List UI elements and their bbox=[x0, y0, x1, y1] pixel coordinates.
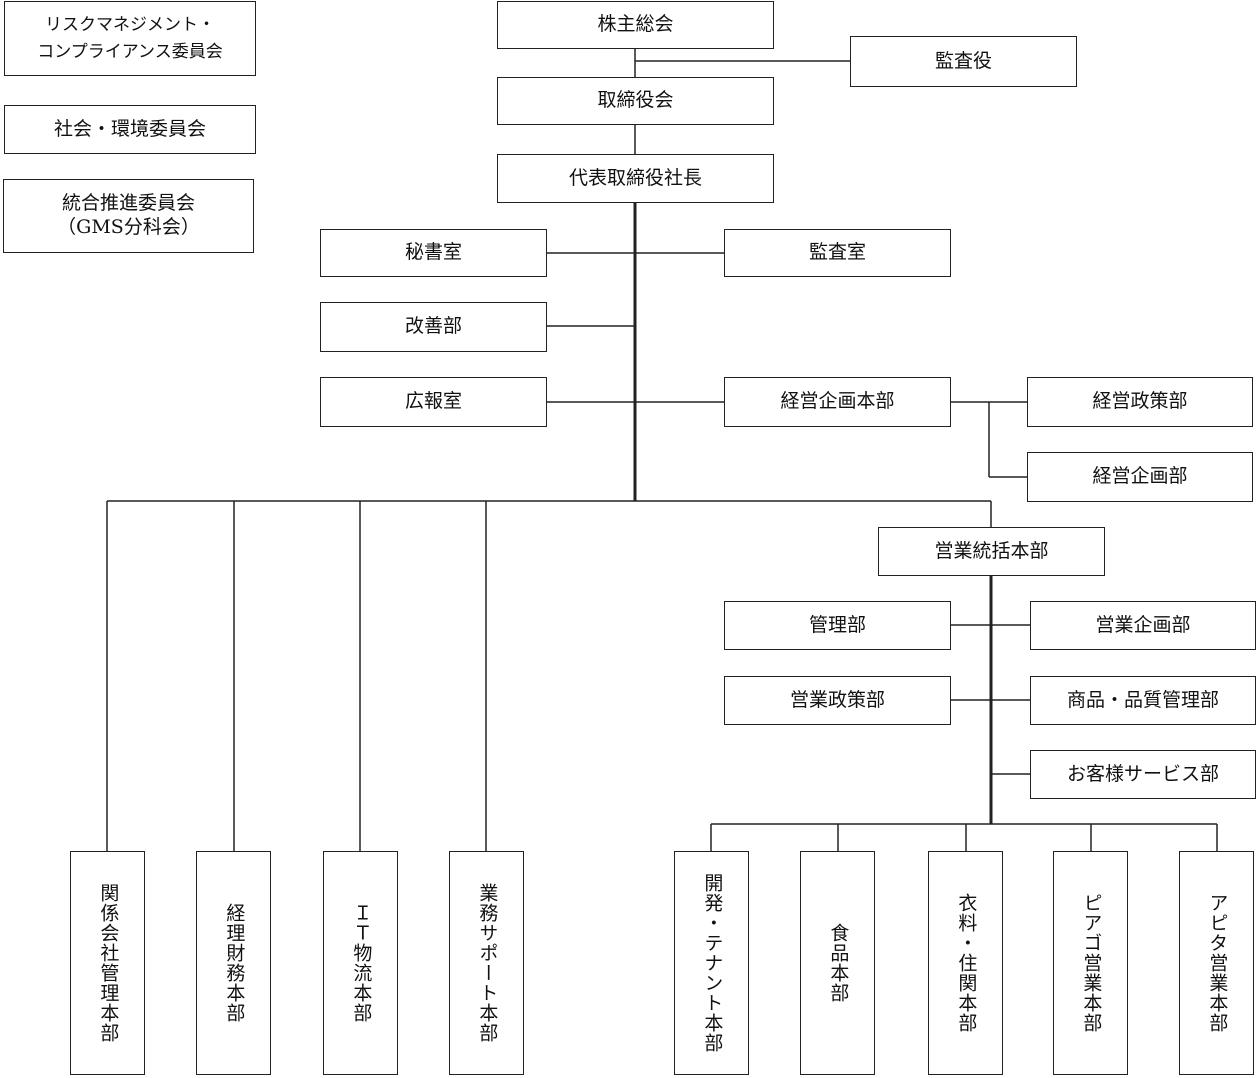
division-box-development-tenant: 開発・テナント本部 bbox=[674, 851, 749, 1075]
integration-committee-line2: （GMS分科会） bbox=[57, 216, 200, 238]
division-box-it-logistics: ＩＴ物流本部 bbox=[323, 851, 398, 1075]
sales-policy-label: 営業政策部 bbox=[789, 688, 885, 711]
division-box-business-support: 業務サポート本部 bbox=[449, 851, 524, 1075]
merchandise-quality-label: 商品・品質管理部 bbox=[1066, 688, 1219, 711]
president-box: 代表取締役社長 bbox=[497, 154, 774, 203]
auditor-label: 監査役 bbox=[934, 49, 992, 72]
planning-label: 経営企画部 bbox=[1092, 465, 1188, 488]
shareholders-label: 株主総会 bbox=[597, 13, 674, 36]
customer-service-label: お客様サービス部 bbox=[1066, 762, 1219, 785]
sales-hq-label: 営業統括本部 bbox=[934, 539, 1049, 562]
sales-hq-box: 営業統括本部 bbox=[878, 527, 1105, 576]
secretary-office-box: 秘書室 bbox=[320, 229, 547, 277]
division-box-piago-sales: ピアゴ営業本部 bbox=[1053, 851, 1128, 1075]
sales-planning-dept-box: 営業企画部 bbox=[1030, 601, 1256, 650]
sales-policy-dept-box: 営業政策部 bbox=[724, 676, 951, 725]
risk-compliance-committee-box: リスクマネジメント・ コンプライアンス委員会 bbox=[4, 1, 256, 76]
division-label: ピアゴ営業本部 bbox=[1080, 893, 1103, 1033]
division-box-food: 食品本部 bbox=[800, 851, 875, 1075]
division-label: 関係会社管理本部 bbox=[97, 883, 120, 1043]
shareholders-meeting-box: 株主総会 bbox=[497, 1, 774, 49]
division-label: 業務サポート本部 bbox=[476, 883, 499, 1043]
social-environment-committee-box: 社会・環境委員会 bbox=[4, 105, 256, 154]
division-box-finance: 経理財務本部 bbox=[196, 851, 271, 1075]
auditor-box: 監査役 bbox=[850, 36, 1077, 87]
management-label: 管理部 bbox=[808, 613, 866, 636]
division-label: 衣料・住関本部 bbox=[955, 893, 978, 1033]
planning-dept-box: 経営企画部 bbox=[1027, 452, 1253, 502]
planning-hq-label: 経営企画本部 bbox=[780, 390, 895, 413]
division-label: アピタ営業本部 bbox=[1206, 893, 1229, 1033]
merchandise-quality-dept-box: 商品・品質管理部 bbox=[1030, 676, 1256, 725]
integration-committee-line1: 統合推進委員会 bbox=[61, 192, 195, 215]
division-label: ＩＴ物流本部 bbox=[350, 903, 373, 1023]
risk-committee-line2: コンプライアンス委員会 bbox=[37, 41, 223, 62]
improvement-dept-box: 改善部 bbox=[320, 302, 547, 352]
division-box-apita-sales: アピタ営業本部 bbox=[1179, 851, 1254, 1075]
risk-committee-line1: リスクマネジメント・ bbox=[45, 15, 215, 36]
division-label: 開発・テナント本部 bbox=[701, 873, 724, 1053]
president-label: 代表取締役社長 bbox=[568, 166, 702, 189]
division-label: 経理財務本部 bbox=[223, 903, 246, 1023]
audit-office-label: 監査室 bbox=[808, 241, 866, 264]
board-label: 取締役会 bbox=[597, 89, 674, 112]
board-box: 取締役会 bbox=[497, 77, 774, 125]
management-dept-box: 管理部 bbox=[724, 601, 951, 650]
division-box-affiliates: 関係会社管理本部 bbox=[70, 851, 145, 1075]
division-label: 食品本部 bbox=[827, 923, 850, 1003]
improvement-label: 改善部 bbox=[404, 315, 462, 338]
social-committee-label: 社会・環境委員会 bbox=[53, 117, 206, 140]
policy-label: 経営政策部 bbox=[1092, 390, 1188, 413]
policy-dept-box: 経営政策部 bbox=[1027, 377, 1253, 427]
audit-office-box: 監査室 bbox=[724, 229, 951, 277]
pr-office-box: 広報室 bbox=[320, 377, 547, 427]
division-box-apparel-household: 衣料・住関本部 bbox=[928, 851, 1003, 1075]
secretary-label: 秘書室 bbox=[404, 241, 462, 264]
customer-service-dept-box: お客様サービス部 bbox=[1030, 750, 1256, 799]
pr-label: 広報室 bbox=[404, 390, 462, 413]
planning-hq-box: 経営企画本部 bbox=[724, 377, 951, 427]
sales-planning-label: 営業企画部 bbox=[1095, 613, 1191, 636]
integration-committee-box: 統合推進委員会 （GMS分科会） bbox=[3, 179, 254, 253]
